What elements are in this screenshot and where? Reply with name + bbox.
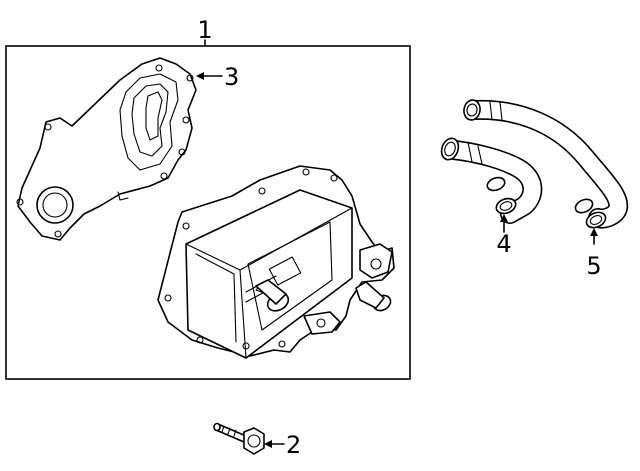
- callout-3: 3: [224, 63, 239, 91]
- callout-4: 4: [496, 230, 511, 258]
- callout-5-arrowhead: [590, 228, 598, 236]
- callout-2: 2: [286, 431, 301, 459]
- hose-long: [463, 99, 629, 229]
- hose-short: [440, 137, 543, 224]
- callout-4-arrowhead: [500, 214, 508, 222]
- assembly-frame: [5, 45, 411, 380]
- callout-1: 1: [197, 16, 212, 44]
- callout-2-arrowhead: [264, 440, 272, 448]
- gasket-plate: [16, 57, 197, 241]
- oil-cooler: [157, 165, 395, 359]
- callout-5: 5: [586, 252, 601, 280]
- callout-3-arrowhead: [196, 72, 204, 80]
- bolt: [213, 422, 265, 455]
